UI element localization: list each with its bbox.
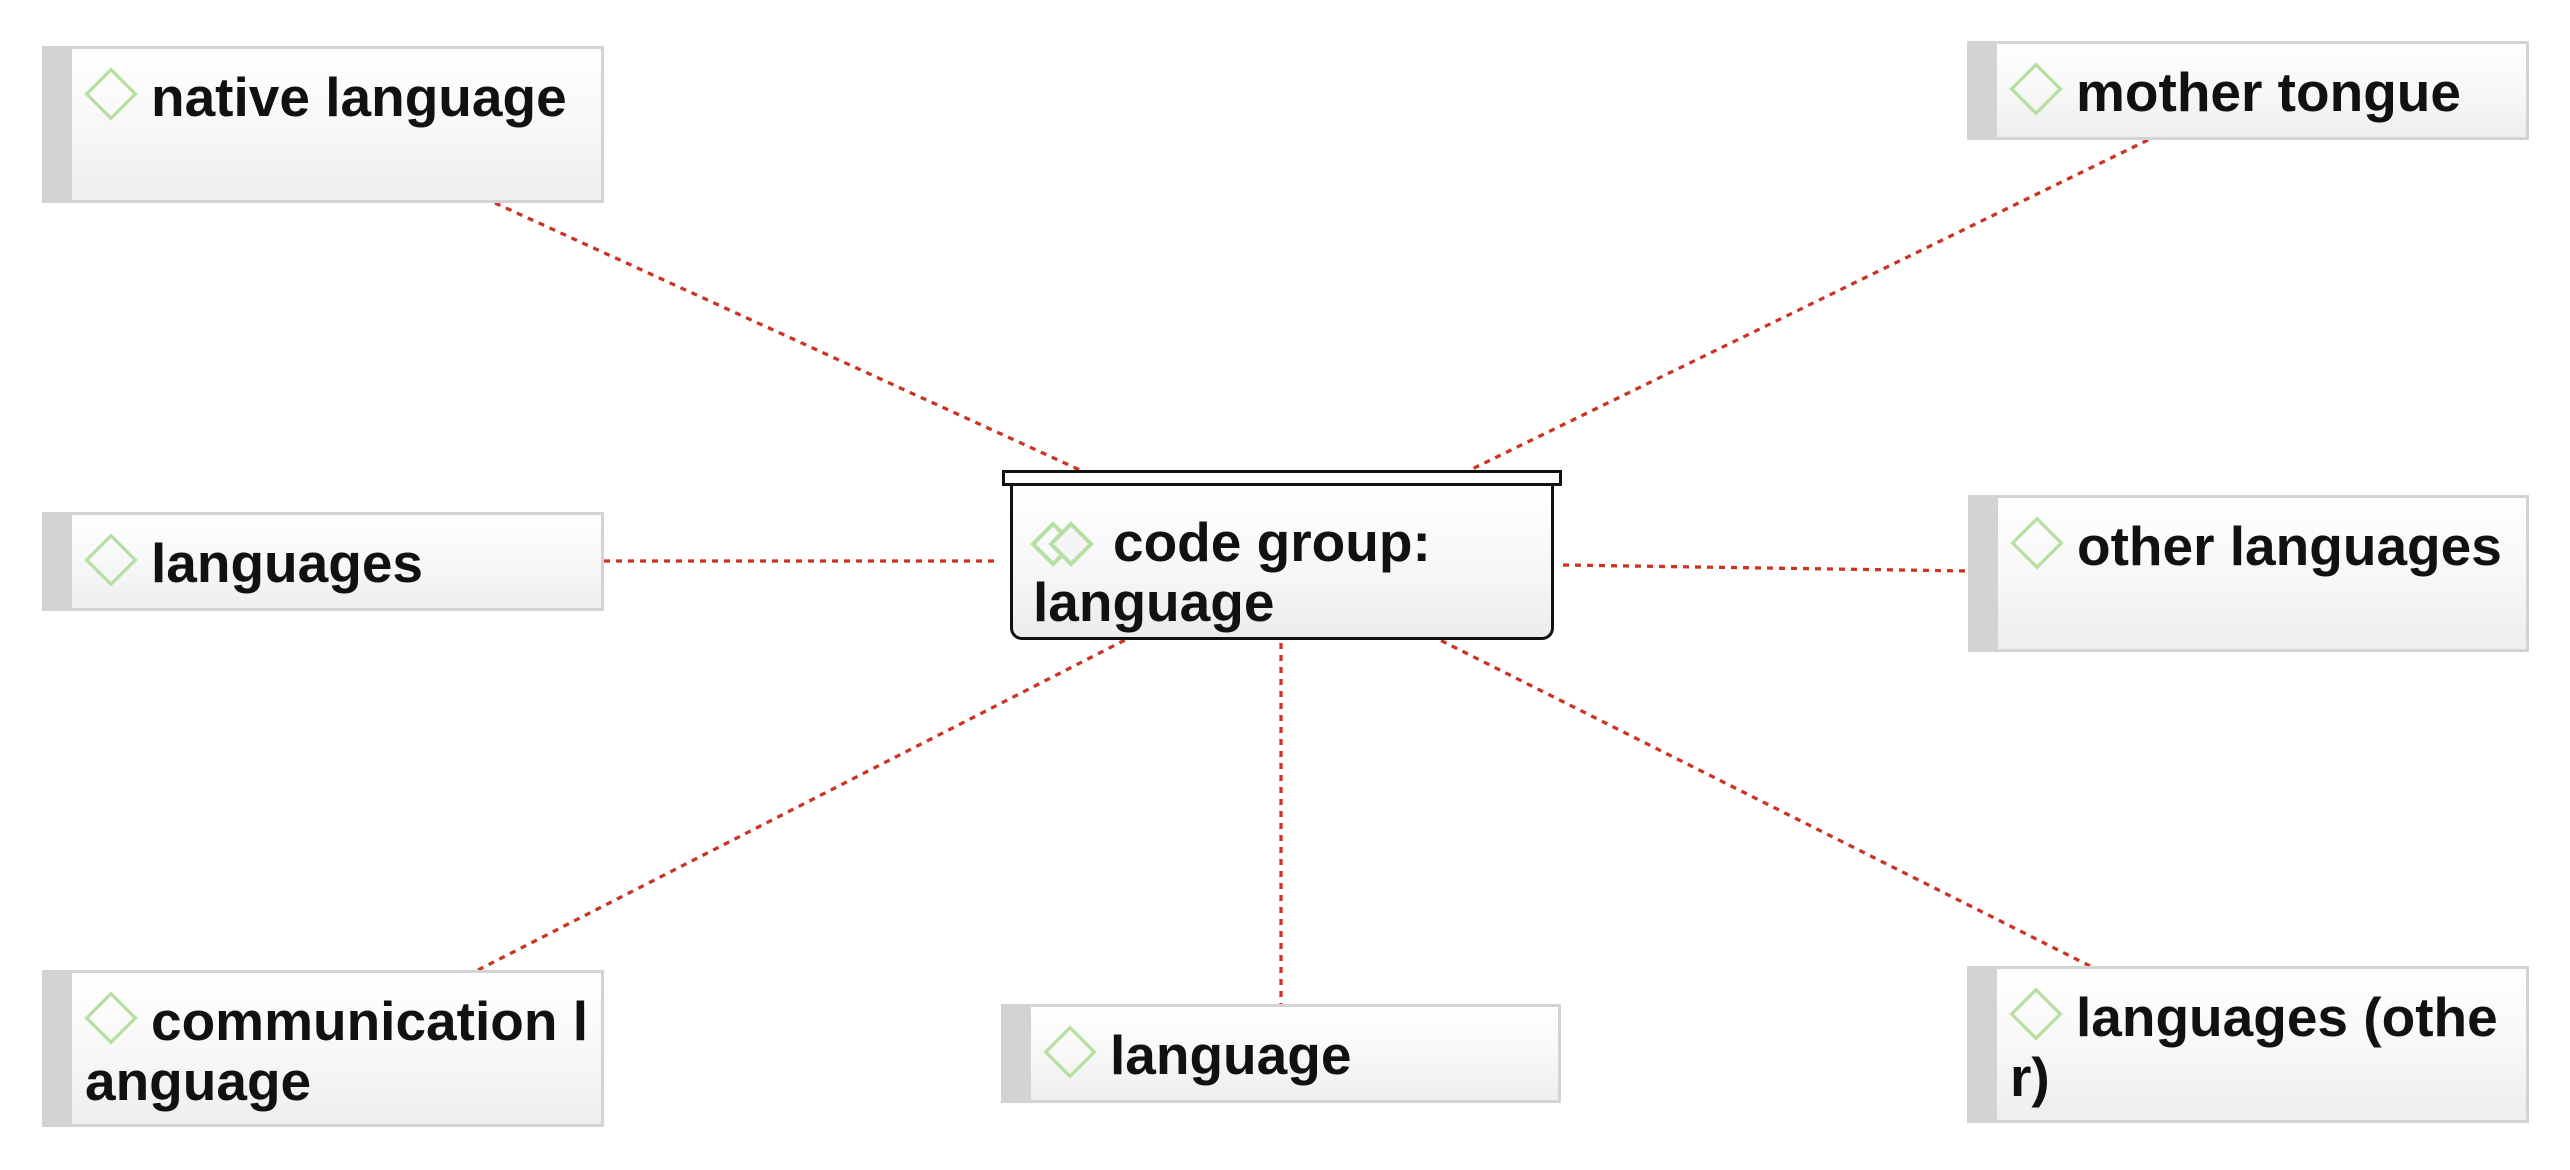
link-languages-other	[1439, 638, 2091, 968]
link-native-language	[494, 201, 1081, 472]
link-mother-tongue	[1469, 138, 2149, 472]
code-group-header-bar	[1002, 470, 1562, 486]
concept-label: other languages	[2077, 515, 2502, 577]
code-group-label: code group: language	[1033, 511, 1431, 633]
concept-label: mother tongue	[2076, 61, 2461, 123]
concept-communication-language[interactable]: communication language	[42, 970, 604, 1127]
concept-label: languages (other)	[2010, 986, 2498, 1108]
concept-languages[interactable]: languages	[42, 512, 604, 611]
concept-label: communication language	[85, 990, 588, 1112]
concept-language[interactable]: language	[1001, 1004, 1561, 1103]
code-group-node[interactable]: code group: language	[1002, 470, 1562, 640]
concept-mother-tongue[interactable]: mother tongue	[1967, 41, 2529, 140]
concept-label: languages	[151, 532, 424, 594]
link-communication-language	[477, 638, 1126, 972]
link-other-languages	[1562, 563, 1969, 573]
concept-other-languages[interactable]: other languages	[1968, 495, 2529, 652]
concept-label: language	[1110, 1024, 1352, 1086]
concept-languages-other[interactable]: languages (other)	[1967, 966, 2529, 1123]
concept-label: native language	[151, 66, 567, 128]
code-group-body: code group: language	[1010, 486, 1554, 640]
concept-native-language[interactable]: native language	[42, 46, 604, 203]
code-group-icon	[1030, 521, 1094, 567]
